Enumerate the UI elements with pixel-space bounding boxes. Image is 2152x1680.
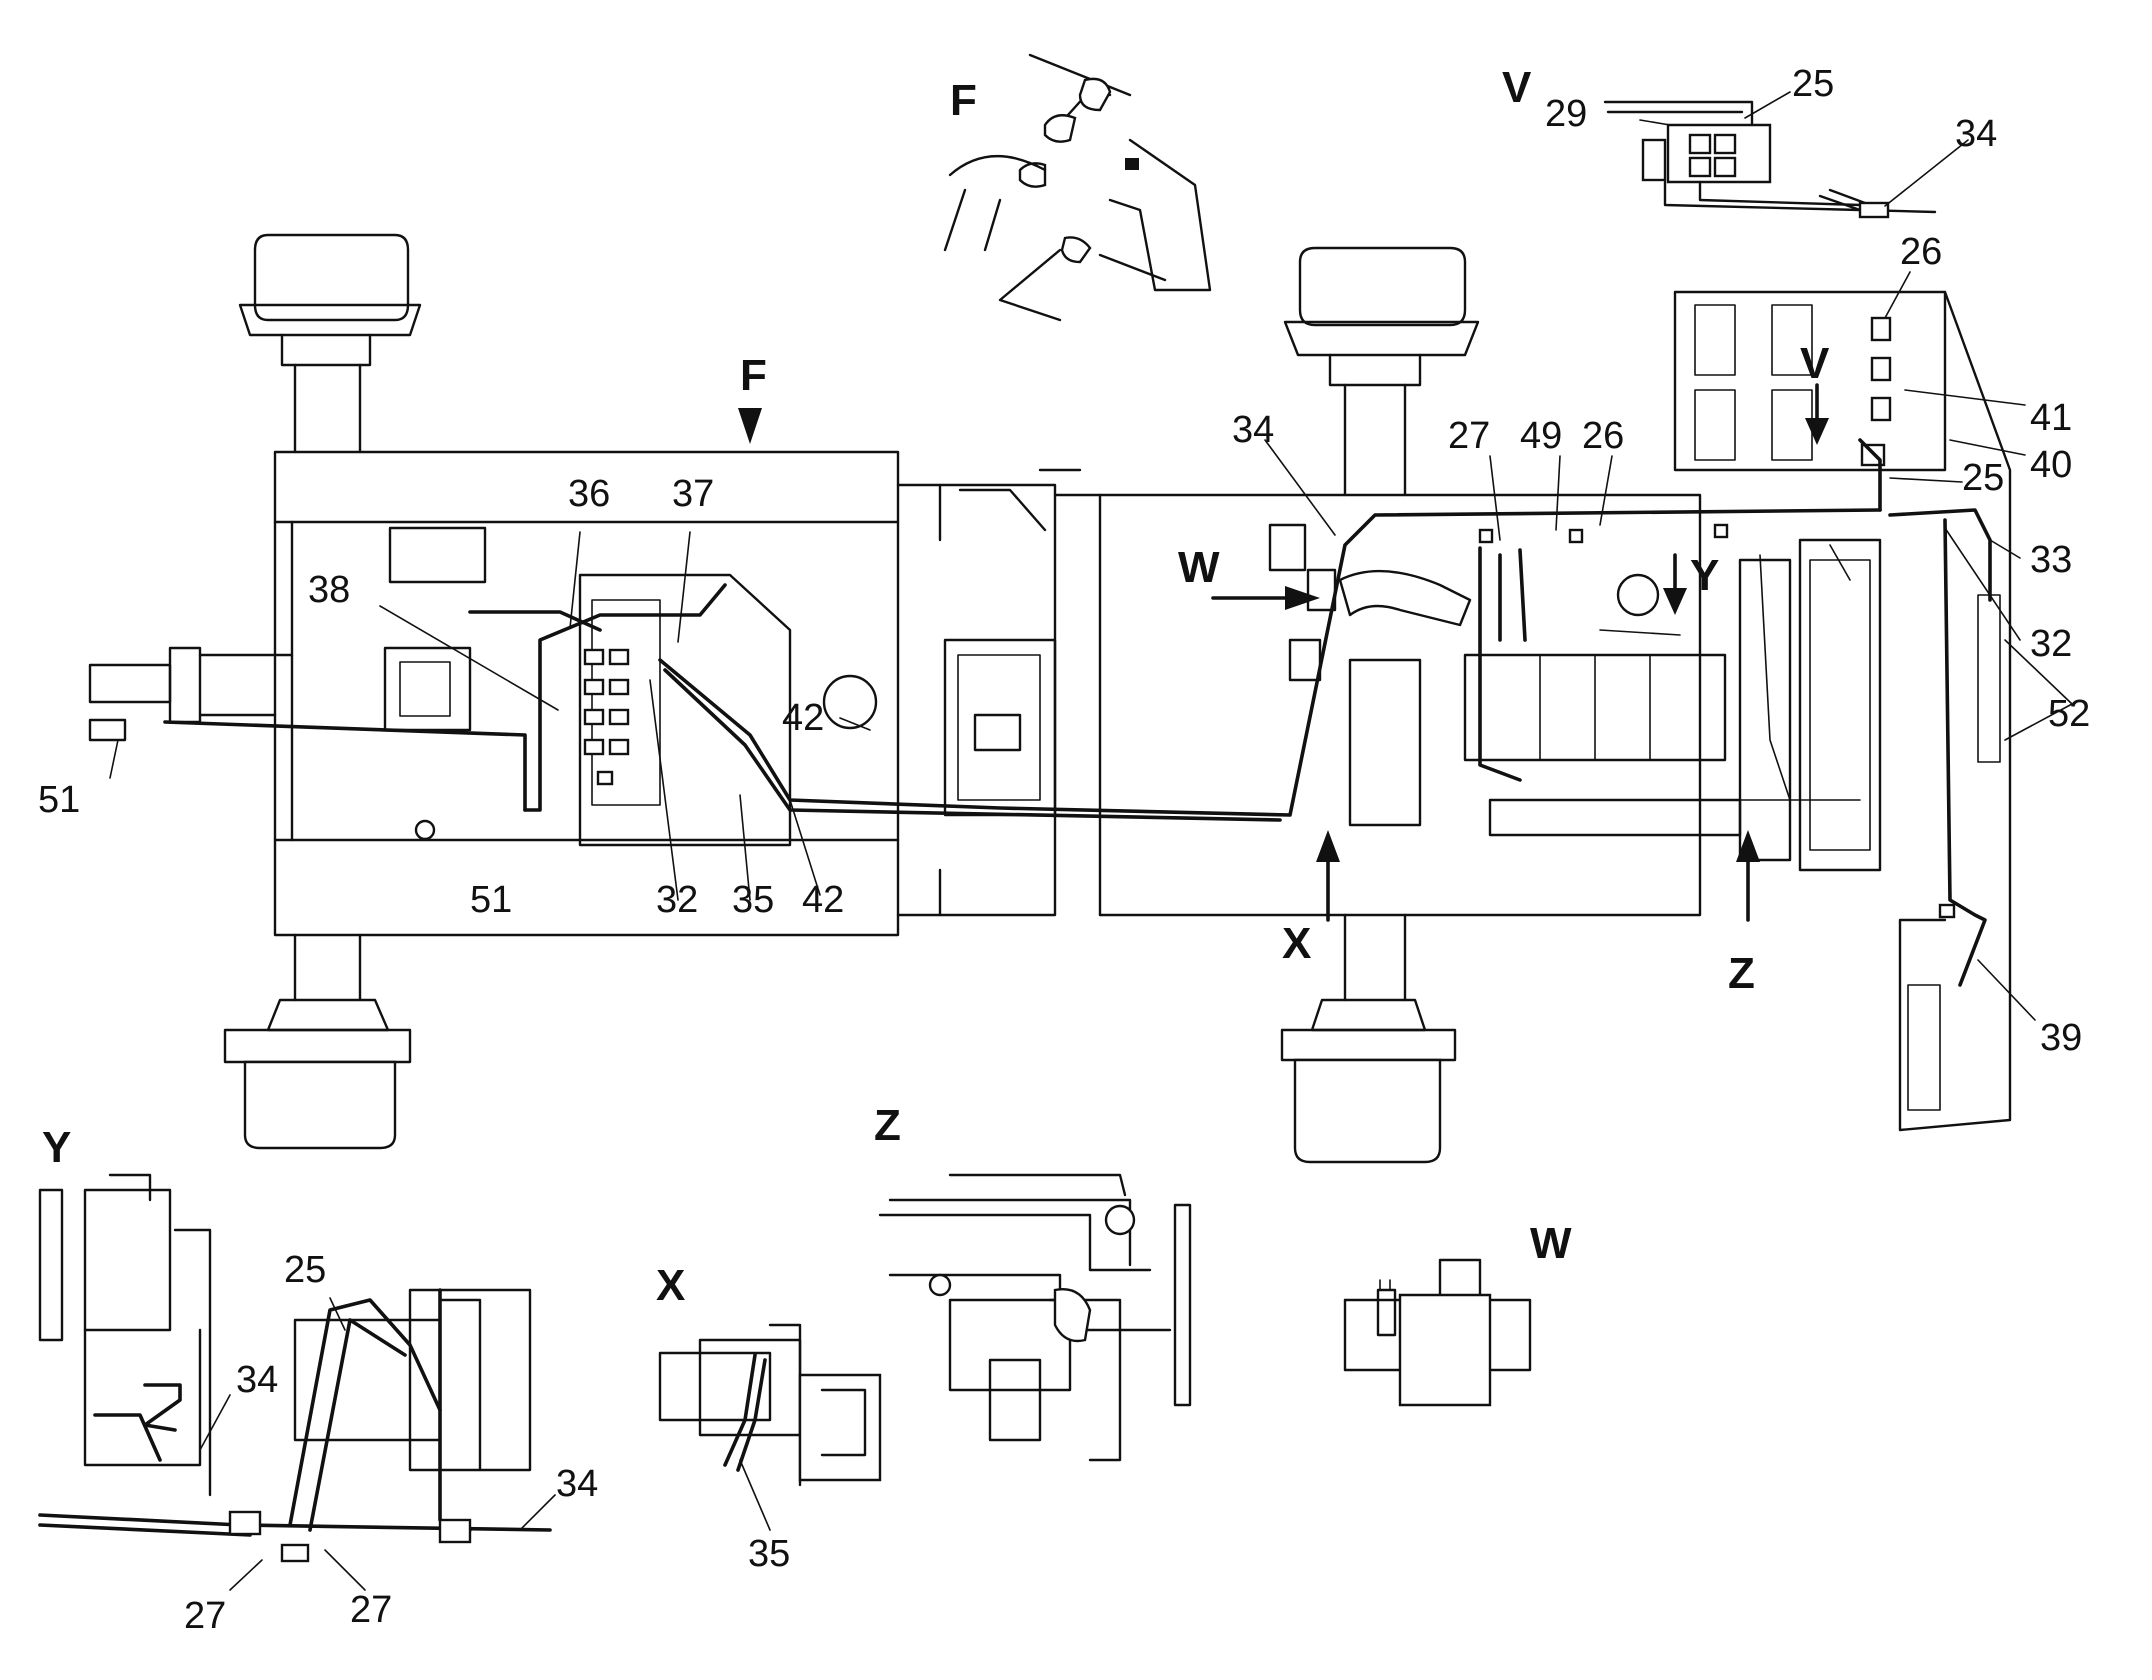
callout-25: 25 [284, 1249, 326, 1291]
callout-49: 49 [1520, 415, 1562, 457]
callout-41: 41 [2030, 397, 2072, 439]
view-label-x: X [1282, 919, 1311, 968]
rear-right-tire [223, 933, 412, 1150]
callout-38: 38 [308, 569, 350, 611]
callout-36: 36 [568, 473, 610, 515]
callout-26: 26 [1900, 231, 1942, 273]
callout-34: 34 [236, 1359, 278, 1401]
front-right-tire [1280, 913, 1457, 1164]
view-label-x: X [656, 1261, 685, 1310]
detail-view-x [658, 1323, 882, 1531]
callout-25: 25 [1792, 63, 1834, 105]
view-label-y: Y [42, 1123, 71, 1172]
chassis-plan-view [88, 233, 2073, 1164]
callout-29: 29 [1545, 93, 1587, 135]
view-label-z: Z [1728, 949, 1755, 998]
callout-labels: 51 38 36 37 42 51 32 35 42 34 27 49 26 2… [38, 63, 2090, 1637]
view-label-w: W [1178, 543, 1220, 592]
callout-27: 27 [350, 1589, 392, 1631]
detail-view-y [38, 1173, 556, 1591]
callout-27: 27 [1448, 415, 1490, 457]
callout-32: 32 [2030, 623, 2072, 665]
callout-35: 35 [732, 879, 774, 921]
callout-37: 37 [672, 473, 714, 515]
view-label-w: W [1530, 1219, 1572, 1268]
view-label-f: F [740, 351, 767, 400]
callout-34: 34 [1955, 113, 1997, 155]
mid-drivetrain [896, 468, 1102, 917]
front-left-tire [1283, 246, 1480, 497]
callout-39: 39 [2040, 1017, 2082, 1059]
view-label-v: V [1502, 63, 1532, 112]
detail-view-v [1603, 91, 1969, 219]
callout-25: 25 [1962, 457, 2004, 499]
view-labels: F F V V W Y X Z Y X Z W [42, 63, 1830, 1310]
callout-32: 32 [656, 879, 698, 921]
callout-40: 40 [2030, 444, 2072, 486]
callout-33: 33 [2030, 539, 2072, 581]
view-label-v: V [1800, 339, 1830, 388]
callout-26: 26 [1582, 415, 1624, 457]
leader-lines [109, 271, 2073, 1021]
view-label-y: Y [1690, 551, 1719, 600]
front-fuse-box [1673, 290, 2012, 1132]
harness-routing [163, 438, 1992, 987]
view-label-f: F [950, 76, 977, 125]
callout-52: 52 [2048, 693, 2090, 735]
engine-block [1098, 493, 1882, 917]
callout-42: 42 [802, 879, 844, 921]
callout-51: 51 [470, 879, 512, 921]
rear-left-tire [238, 233, 422, 454]
view-arrows [738, 383, 1829, 922]
callout-27: 27 [184, 1595, 226, 1637]
callout-35: 35 [748, 1533, 790, 1575]
detail-view-z [878, 1173, 1192, 1462]
callout-51: 51 [38, 779, 80, 821]
detail-view-f [943, 53, 1212, 322]
rear-electrical-panel [383, 526, 878, 847]
rear-axle-stub [88, 646, 294, 742]
callout-42: 42 [782, 697, 824, 739]
callout-34: 34 [556, 1463, 598, 1505]
callout-34: 34 [1232, 409, 1274, 451]
detail-view-w [1343, 1258, 1532, 1407]
view-label-z: Z [874, 1101, 901, 1150]
